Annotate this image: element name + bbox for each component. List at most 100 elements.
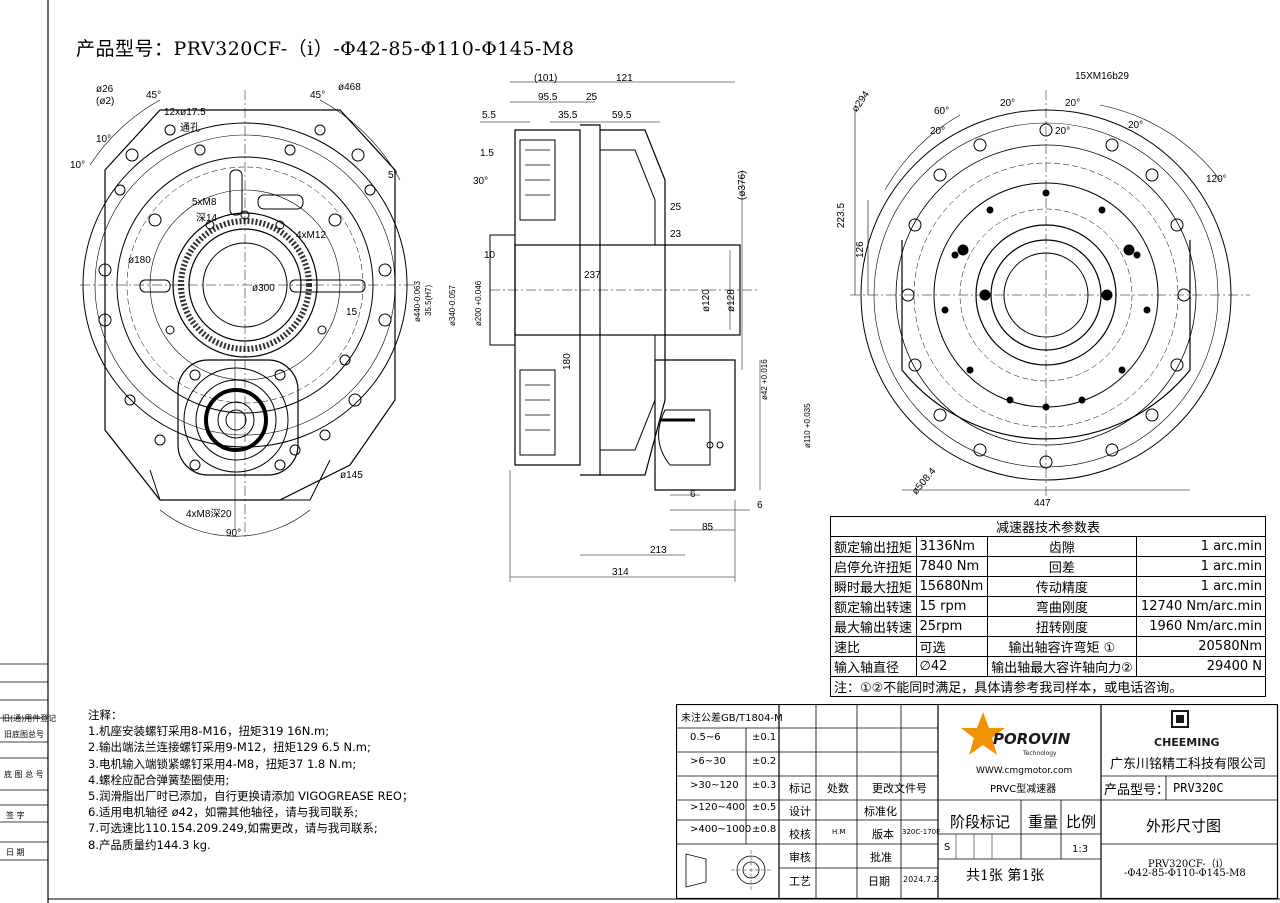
drawing-title: 产品型号：PRV320CF-（i）-Φ42-85-Φ110-Φ145-M8 [76, 38, 575, 60]
note-line: 1.机座安装螺钉采用8-M16，扭矩319 16N.m; [88, 724, 330, 739]
tb-riqi: 日期 [868, 875, 890, 888]
dim-angle-20b: 20° [1065, 98, 1081, 109]
params-cell: 12740 Nm/arc.min [1136, 596, 1266, 617]
porovin-logo-text: POROVIN [993, 730, 1071, 748]
dim-angle-45a: 45° [146, 90, 162, 101]
dim-m8-sub: 深14 [196, 213, 218, 224]
notes-lines: 1.机座安装螺钉采用8-M16，扭矩319 16N.m;2.输出端法兰连接螺钉采… [88, 723, 413, 853]
tolerance-range: >120~400 [690, 802, 745, 813]
tb-code-line2: -Φ42-85-Φ110-Φ145-M8 [1124, 868, 1246, 879]
dim-126: 126 [855, 241, 866, 258]
note-line: 6.适用电机轴径 ø42，如需其他轴径，请与我司联系; [88, 805, 359, 820]
dim-m8-20: 4xM8深20 [186, 509, 232, 520]
tb-company: 广东川铭精工科技有限公司 [1110, 757, 1267, 772]
dim-spline: 15XM16b29 [1075, 71, 1129, 82]
side-box-label-5: 日 期 [6, 848, 25, 857]
tb-url: WWW.cmgmotor.com [976, 766, 1073, 776]
tb-scale: 1:3 [1072, 844, 1089, 855]
dim-213: 213 [650, 545, 667, 556]
dim-35-5b: 35.5(H7) [424, 284, 433, 316]
note-line: 2.输出端法兰连接螺钉采用9-M12，扭矩129 6.5 N.m; [88, 740, 371, 755]
tb-bili: 比例 [1066, 813, 1097, 831]
tb-zhongliang: 重量 [1028, 813, 1059, 831]
dim-m8: 5xM8 [192, 197, 217, 208]
tb-model: PRV320C [1173, 781, 1224, 795]
params-cell: 传动精度 [986, 576, 1138, 597]
dim-holes-12x175: 12xø17.5 [164, 107, 206, 118]
tolerance-value: ±0.2 [752, 756, 777, 767]
dim-angle-20a: 20° [1000, 98, 1016, 109]
dim-d26: ø26 [96, 84, 114, 95]
params-cell: 15 rpm [915, 596, 988, 617]
rear-view-drawing [850, 90, 1250, 500]
params-cell: 20580Nm [1136, 636, 1266, 657]
dim-d180: ø180 [128, 255, 151, 266]
dim-m12: 4xM12 [296, 230, 327, 241]
params-cell: 启停允许扭矩 [830, 556, 917, 577]
tb-jiaohe: 校核 [789, 828, 811, 841]
params-cell: 最大输出转速 [830, 616, 917, 637]
side-box-label-2: 旧底图总号 [4, 730, 44, 739]
tolerance-range: >6~30 [690, 756, 726, 767]
title-block-grid [676, 704, 1279, 900]
dim-d468: ø468 [338, 82, 361, 93]
dim-5-5: 5.5 [482, 110, 496, 121]
dim-d440: ø440-0.063 [413, 281, 422, 322]
dim-d300: ø300 [252, 283, 275, 294]
params-cell: 扭转刚度 [986, 616, 1138, 637]
porovin-logo-sub: Technology [1022, 750, 1057, 757]
dim-85: 85 [702, 522, 714, 533]
dim-angle-10b: 10° [70, 160, 86, 171]
dim-223-5: 223.5 [836, 202, 847, 228]
dim-d145: ø145 [340, 470, 363, 481]
dim-10: 10 [484, 250, 496, 261]
params-cell: 输入轴直径 [830, 656, 917, 677]
params-cell: 回差 [986, 556, 1138, 577]
dim-d340: ø340-0.057 [448, 285, 457, 326]
side-section-drawing [480, 81, 761, 582]
porovin-logo: POROVIN Technology [961, 712, 1071, 757]
params-footnote: 注：①②不能同时满足，具体请参考我司样本，或电话咨询。 [830, 676, 1266, 697]
tb-jiaohe-by: H.M [832, 828, 846, 836]
params-cell: 29400 N [1136, 656, 1266, 677]
params-cell: 1 arc.min [1136, 576, 1266, 597]
tb-product-line: PRVC型减速器 [990, 784, 1057, 795]
params-heading: 减速器技术参数表 [830, 516, 1266, 537]
dim-d110: ø110 +0.035 [803, 403, 812, 448]
params-cell: 1 arc.min [1136, 556, 1266, 577]
tolerance-value: ±0.1 [752, 732, 777, 743]
tb-code-line1: PRV320CF-（i） [1148, 859, 1229, 870]
params-cell: 7840 Nm [915, 556, 988, 577]
tb-gengai: 更改文件号 [872, 782, 927, 795]
tb-biaozhunhua: 标准化 [864, 805, 897, 818]
dim-447: 447 [1034, 498, 1051, 509]
params-cell: 额定输出扭矩 [830, 536, 917, 557]
tolerance-range: >30~120 [690, 780, 739, 791]
tb-drawing-name: 外形尺寸图 [1146, 817, 1222, 835]
tolerance-value: ±0.8 [752, 824, 777, 835]
note-line: 5.润滑脂出厂时已添加，自行更换请添加 VIGOGREASE REO； [88, 789, 414, 804]
params-cell: 输出轴容许弯矩 ① [986, 636, 1138, 657]
tb-riqi-val: 2024.7.2 [903, 875, 939, 884]
dim-180: 180 [562, 353, 573, 370]
params-cell: 可选 [915, 636, 988, 657]
dim-d42: ø42 +0.016 [760, 359, 769, 400]
tb-jieduan: 阶段标记 [950, 813, 1011, 831]
tb-banben: 版本 [872, 828, 894, 841]
dim-angle-120: 120° [1206, 174, 1227, 185]
tb-gongyi: 工艺 [789, 875, 811, 888]
dim-25b: 25 [670, 202, 682, 213]
note-line: 3.电机输入端锁紧螺钉采用4-M8，扭矩37 1.8 N.m; [88, 756, 357, 771]
dim-angle-20e: 20° [1055, 126, 1071, 137]
tb-sheji: 设计 [789, 805, 811, 818]
dim-angle-10a: 10° [96, 134, 112, 145]
tolerance-range: >400~1000 [690, 824, 752, 835]
dim-angle-90: 90° [226, 528, 242, 539]
params-cell: 输出轴最大容许轴向力② [986, 656, 1138, 677]
dim-1-5: 1.5 [480, 148, 494, 159]
